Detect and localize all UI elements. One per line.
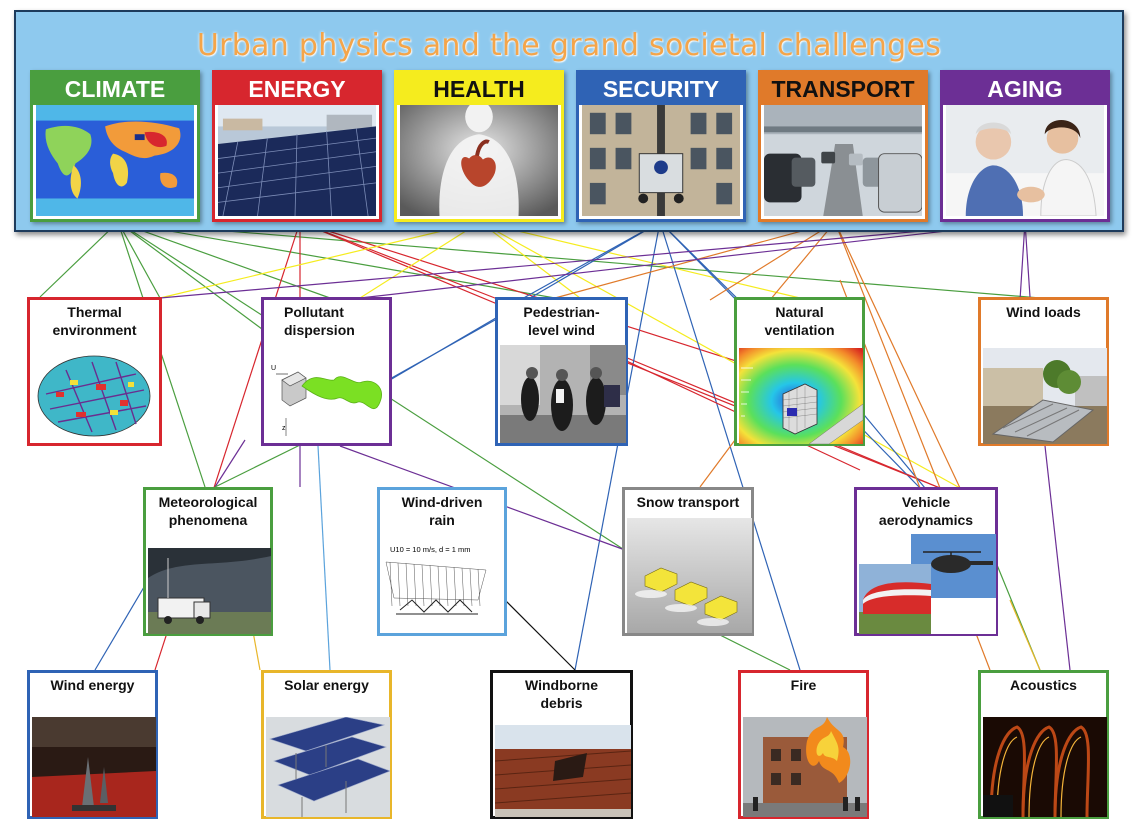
- challenge-label: AGING: [943, 73, 1107, 105]
- topic-wind-loads: Wind loads: [978, 297, 1109, 446]
- challenge-label: ENERGY: [215, 73, 379, 105]
- connection-line: [299, 221, 501, 301]
- broken-tiles-icon: [495, 725, 631, 817]
- challenge-label: SECURITY: [579, 73, 743, 105]
- topic-label: Snow transport: [636, 494, 740, 510]
- connection-line: [574, 221, 661, 671]
- acoustic-field-icon: [983, 717, 1107, 817]
- connection-line: [117, 221, 271, 336]
- rain-parameters-label: U10 = 10 m/s, d = 1 mm: [390, 545, 470, 554]
- topic-label: Wind loads: [1006, 304, 1081, 320]
- axis-z-label: z: [282, 425, 286, 432]
- solar-panels-icon: [218, 105, 376, 216]
- connection-line: [117, 221, 161, 299]
- connection-line: [1024, 221, 1031, 298]
- topic-pollutant-dispersion: Pollutant dispersion U z: [261, 297, 392, 446]
- topic-acoustics: Acoustics: [978, 670, 1109, 819]
- connection-line: [709, 221, 836, 301]
- axis-u-label: U: [271, 365, 276, 372]
- topic-wind-driven-rain: Wind-driven rain U10 = 10 m/s, d = 1 mm: [377, 487, 507, 636]
- diagram-title: Urban physics and the grand societal cha…: [196, 28, 942, 63]
- windy-street-icon: [500, 345, 626, 443]
- connection-line: [1019, 221, 1026, 301]
- traffic-jam-icon: [764, 105, 922, 216]
- human-heart-icon: [400, 105, 558, 216]
- rain-trajectories-icon: U10 = 10 m/s, d = 1 mm: [382, 540, 505, 632]
- security-camera-icon: [582, 105, 740, 216]
- topic-thermal-environment: Thermal environment: [27, 297, 162, 446]
- connection-line: [117, 221, 331, 299]
- connection-line: [117, 221, 1041, 299]
- connection-line: [479, 221, 801, 299]
- topic-label: Fire: [790, 677, 817, 693]
- connection-line: [504, 599, 576, 671]
- topic-label: Natural ventilation: [764, 304, 835, 338]
- topic-solar-energy: Solar energy: [261, 670, 392, 819]
- connection-line: [519, 221, 661, 301]
- storm-truck-icon: [148, 548, 271, 634]
- topic-natural-ventilation: Natural ventilation: [734, 297, 865, 446]
- pollutant-plume-icon: U z: [268, 352, 388, 440]
- connection-line: [387, 319, 496, 381]
- snow-drift-icon: [627, 518, 752, 633]
- connection-line: [1044, 445, 1071, 671]
- topic-vehicle-aerodynamics: Vehicle aerodynamics: [854, 487, 998, 636]
- challenge-aging: AGING: [940, 70, 1110, 222]
- helicopter-train-icon: [859, 534, 996, 634]
- topic-label: Thermal environment: [52, 304, 137, 338]
- topic-windborne-debris: Windborne debris: [490, 670, 633, 819]
- topic-label: Meteorological phenomena: [158, 494, 258, 528]
- topic-label: Wind energy: [50, 677, 135, 693]
- connection-line: [117, 221, 556, 299]
- topic-label: Solar energy: [284, 677, 369, 693]
- challenge-label: TRANSPORT: [761, 73, 925, 105]
- cfd-building-icon: [739, 348, 863, 444]
- topic-wind-energy: Wind energy: [27, 670, 158, 819]
- topic-label: Vehicle aerodynamics: [878, 494, 974, 528]
- connection-line: [39, 221, 119, 298]
- wind-tunnel-icon: [32, 717, 156, 817]
- challenge-label: CLIMATE: [33, 73, 197, 105]
- connection-line: [834, 221, 941, 489]
- connection-line: [479, 221, 961, 489]
- connection-line: [159, 221, 1026, 299]
- damaged-roof-icon: [983, 348, 1107, 444]
- topic-pedestrian-level-wind: Pedestrian-level wind: [495, 297, 628, 446]
- challenge-security: SECURITY: [576, 70, 746, 222]
- topic-label: Pollutant dispersion: [284, 304, 355, 338]
- solar-array-icon: [266, 717, 390, 817]
- connection-line: [159, 221, 481, 299]
- topic-label: Acoustics: [1010, 677, 1077, 693]
- challenge-energy: ENERGY: [212, 70, 382, 222]
- topic-label: Windborne debris: [525, 677, 598, 711]
- thermal-map-icon: [36, 354, 153, 438]
- world-temperature-map-icon: [36, 105, 194, 216]
- challenge-climate: CLIMATE: [30, 70, 200, 222]
- topic-label: Pedestrian-level wind: [523, 304, 600, 338]
- topic-fire: Fire: [738, 670, 869, 819]
- topic-meteorological-phenomena: Meteorological phenomena: [143, 487, 273, 636]
- challenge-health: HEALTH: [394, 70, 564, 222]
- connection-line: [359, 221, 481, 299]
- connection-line: [214, 444, 301, 488]
- challenges-banner: Urban physics and the grand societal cha…: [14, 10, 1124, 232]
- connection-line: [834, 221, 961, 489]
- connection-line: [1009, 599, 1041, 671]
- connection-line: [699, 439, 736, 488]
- connection-line: [317, 445, 331, 671]
- challenge-label: HEALTH: [397, 73, 561, 105]
- challenge-transport: TRANSPORT: [758, 70, 928, 222]
- connection-line: [214, 439, 246, 488]
- connection-line: [359, 221, 1026, 299]
- burning-building-icon: [743, 717, 867, 817]
- connection-line: [859, 409, 926, 489]
- elderly-care-icon: [946, 105, 1104, 216]
- connection-line: [479, 221, 581, 299]
- topic-label: Wind-driven rain: [401, 494, 483, 528]
- topic-snow-transport: Snow transport: [622, 487, 754, 636]
- connection-line: [769, 221, 836, 301]
